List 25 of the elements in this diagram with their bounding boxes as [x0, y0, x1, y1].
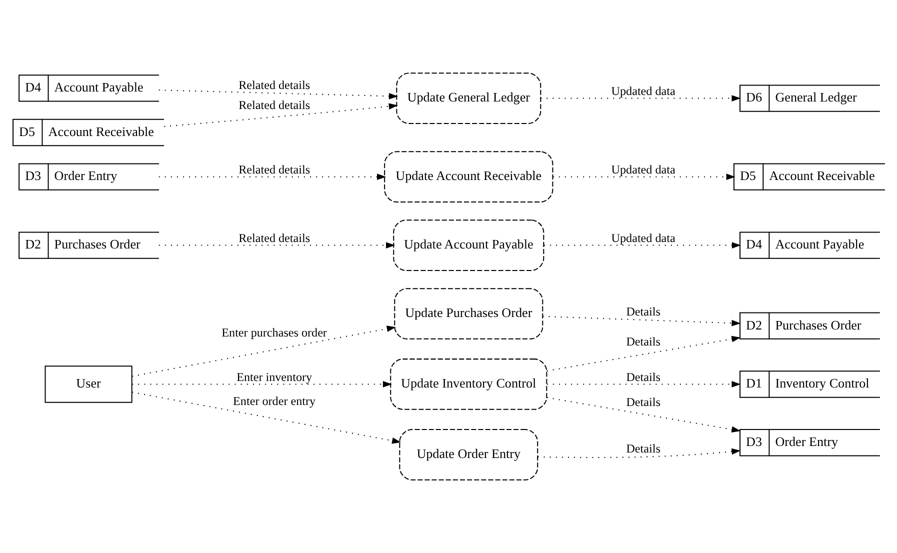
edge-label: Details [626, 334, 660, 349]
edge-label: Details [626, 441, 660, 456]
edge-label: Related details [238, 162, 310, 176]
edge-label: Related details [238, 78, 310, 92]
edge-label: Details [626, 370, 660, 384]
node-text: D6 General Ledger [746, 90, 856, 105]
edge-label: Related details [238, 98, 310, 112]
node-text: D3 Order Entry [746, 434, 838, 450]
node-text: D1 Inventory Control [746, 376, 869, 391]
edge-label: Updated data [610, 230, 675, 245]
edge-label: Updated data [610, 162, 675, 176]
node-text: D5 Account Receivable [18, 124, 154, 139]
edge-label: Enter inventory [236, 370, 312, 384]
edge-label: Details [626, 304, 660, 318]
node-text: D3 Order Entry [24, 168, 117, 184]
edge-label: Updated data [610, 84, 675, 98]
edge-label: Details [626, 394, 660, 409]
edge-label: Enter order entry [232, 394, 316, 408]
node-text: D2 Purchases Order [24, 236, 140, 252]
node-text: D2 Purchases Order [746, 317, 861, 332]
edge-label: Enter purchases order [221, 326, 326, 340]
node-text: D4 Account Payable [24, 80, 143, 95]
edge-label: Related details [238, 230, 310, 245]
node-text: D5 Account Receivable [739, 168, 874, 184]
node-text: D4 Account Payable [746, 236, 864, 252]
